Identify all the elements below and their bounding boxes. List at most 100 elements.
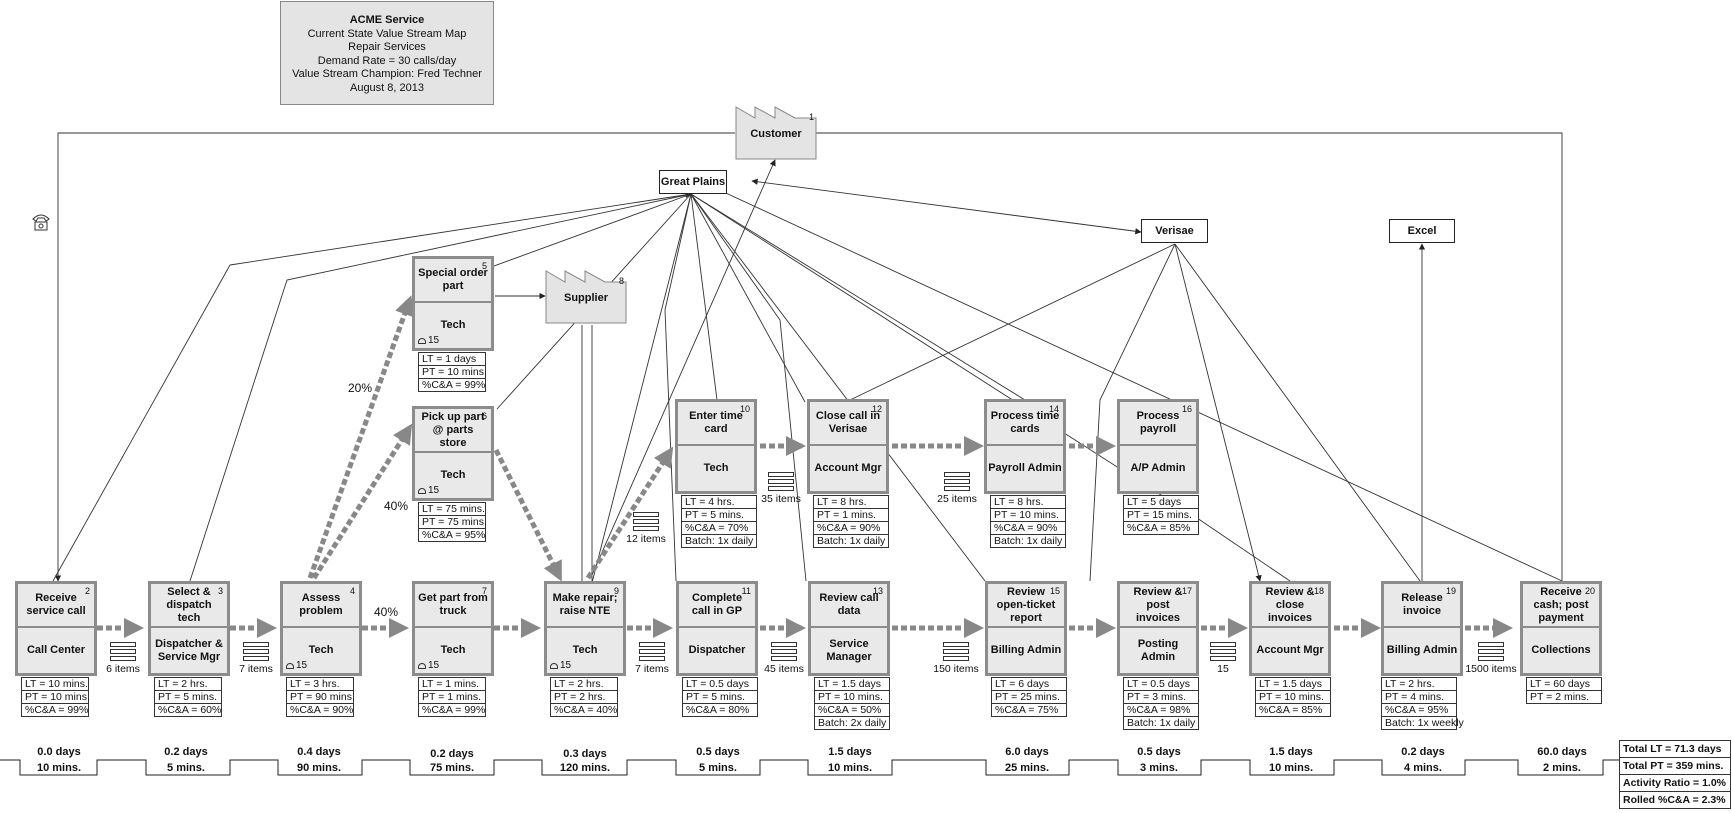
inventory-icon xyxy=(243,642,269,661)
process-close-call-in-verisae: 12 Close call in Verisae Account Mgr LT … xyxy=(807,399,889,548)
company-name: ACME Service xyxy=(349,14,425,26)
process-process-time-cards: 14 Process time cards Payroll Admin LT =… xyxy=(984,399,1066,548)
metric-lt: LT = 8 hrs. xyxy=(990,495,1066,509)
timeline-days: 6.0 days xyxy=(1005,746,1049,758)
process-number: 10 xyxy=(739,404,750,414)
metric-pt: PT = 10 mins. xyxy=(21,690,90,704)
metric-lt: LT = 2 hrs. xyxy=(550,677,618,691)
customer-label: Customer xyxy=(750,128,802,140)
process-title: Review & post invoices xyxy=(1120,584,1196,628)
timeline-days: 0.0 days xyxy=(37,746,81,758)
inventory-marker: 1500 items xyxy=(1463,642,1519,675)
operator-count: 15 xyxy=(418,485,439,496)
metric-batch: Batch: 1x daily xyxy=(813,534,889,548)
process-owner: Posting Admin xyxy=(1137,637,1179,663)
metric-ca: %C&A = 70% xyxy=(681,521,757,535)
process-pick-up-part: 6 Pick up part @ parts store Tech 15 LT … xyxy=(412,406,494,542)
timeline-mins: 90 mins. xyxy=(296,762,342,774)
process-number: 19 xyxy=(1445,586,1456,596)
process-special-order-part: 5 Special order part Tech 15 LT = 1 days… xyxy=(412,256,494,392)
inventory-count: 15 xyxy=(1217,663,1229,675)
timeline-mins: 2 mins. xyxy=(1543,762,1581,774)
verisae-system: Verisae xyxy=(1141,219,1208,243)
total-lt: Total LT = 71.3 days xyxy=(1619,740,1731,758)
metric-pt: PT = 2 mins. xyxy=(1526,690,1602,704)
header-line: Current State Value Stream Map xyxy=(307,27,467,40)
supplier-delivery-line xyxy=(581,325,593,581)
timeline-days: 1.5 days xyxy=(828,746,872,758)
metric-lt: LT = 75 mins. xyxy=(418,502,486,516)
supplier: 8 Supplier xyxy=(545,270,627,324)
process-owner: Tech xyxy=(440,469,466,481)
inventory-marker: 12 items xyxy=(622,512,670,545)
process-owner: Billing Admin xyxy=(1386,644,1458,656)
metric-ca: %C&A = 85% xyxy=(1123,521,1199,535)
metric-ca: %C&A = 40% xyxy=(550,703,618,717)
factory-icon xyxy=(545,270,627,324)
process-number: 13 xyxy=(872,586,883,596)
process-number: 20 xyxy=(1584,586,1595,596)
timeline-mins: 5 mins. xyxy=(167,762,205,774)
process-number: 3 xyxy=(217,586,223,596)
inventory-icon xyxy=(943,642,969,661)
process-owner: Tech xyxy=(703,462,729,474)
operator-count-value: 15 xyxy=(560,660,572,671)
process-number: 14 xyxy=(1048,404,1059,414)
inventory-icon xyxy=(110,642,136,661)
process-title: Enter time card xyxy=(678,402,754,446)
timeline-mins: 75 mins. xyxy=(429,762,475,774)
metric-pt: PT = 3 mins. xyxy=(1123,690,1199,704)
inventory-count: 45 items xyxy=(764,663,804,675)
process-release-invoice: 19 Release invoice Billing Admin LT = 2 … xyxy=(1381,581,1464,730)
process-title: Assess problem xyxy=(283,584,359,628)
process-get-part-from-truck: 7 Get part from truck Tech 15 LT = 1 min… xyxy=(412,581,494,717)
timeline-days: 1.5 days xyxy=(1269,746,1313,758)
timeline-mins: 5 mins. xyxy=(699,762,737,774)
supplier-label: Supplier xyxy=(563,292,608,304)
metric-ca: %C&A = 90% xyxy=(286,703,354,717)
process-owner: Service Manager xyxy=(826,637,872,663)
timeline-days: 0.2 days xyxy=(1401,746,1445,758)
metric-lt: LT = 3 hrs. xyxy=(286,677,354,691)
metric-pt: PT = 5 mins. xyxy=(681,508,757,522)
process-title: Receive service call xyxy=(18,584,94,628)
process-number: 6 xyxy=(481,411,487,421)
customer-number: 1 xyxy=(808,112,814,122)
metric-ca: %C&A = 95% xyxy=(1381,703,1457,717)
metric-batch: Batch: 2x daily xyxy=(814,716,890,730)
inventory-marker: 7 items xyxy=(233,642,279,675)
metric-lt: LT = 1 days xyxy=(418,352,486,366)
information-flow-lines xyxy=(52,129,1563,631)
process-process-payroll: 16 Process payroll A/P Admin LT = 5 days… xyxy=(1117,399,1199,535)
inventory-count: 1500 items xyxy=(1465,663,1517,675)
inventory-count: 25 items xyxy=(937,493,977,505)
metric-lt: LT = 1 mins. xyxy=(418,677,486,691)
inventory-marker: 6 items xyxy=(100,642,146,675)
inventory-marker: 45 items xyxy=(760,642,808,675)
metric-pt: PT = 1 mins. xyxy=(813,508,889,522)
operator-icon xyxy=(286,662,294,669)
supplier-number: 8 xyxy=(618,276,624,286)
activity-ratio: Activity Ratio = 1.0% xyxy=(1619,774,1731,792)
process-title: Complete call in GP xyxy=(679,584,755,628)
process-number: 17 xyxy=(1181,586,1192,596)
process-receive-cash: 20 Receive cash; post payment Collection… xyxy=(1520,581,1602,704)
inventory-marker: 7 items xyxy=(629,642,675,675)
metric-ca: %C&A = 60% xyxy=(154,703,222,717)
customer: 1 Customer xyxy=(735,106,817,160)
timeline xyxy=(0,759,1619,776)
timeline-days: 0.2 days xyxy=(430,748,474,760)
process-owner: Billing Admin xyxy=(990,644,1062,656)
metric-ca: %C&A = 99% xyxy=(418,703,486,717)
excel-system: Excel xyxy=(1389,219,1455,243)
operator-count-value: 15 xyxy=(428,485,440,496)
process-number: 16 xyxy=(1181,404,1192,414)
process-title: Special order part xyxy=(415,259,491,303)
process-title: Get part from truck xyxy=(415,584,491,628)
process-owner: Dispatcher & Service Mgr xyxy=(155,637,223,663)
process-number: 12 xyxy=(871,404,882,414)
header-line: Value Stream Champion: Fred Techner xyxy=(292,68,482,80)
process-number: 7 xyxy=(481,586,487,596)
operator-icon xyxy=(418,487,426,494)
percentage-label: 20% xyxy=(348,381,373,395)
